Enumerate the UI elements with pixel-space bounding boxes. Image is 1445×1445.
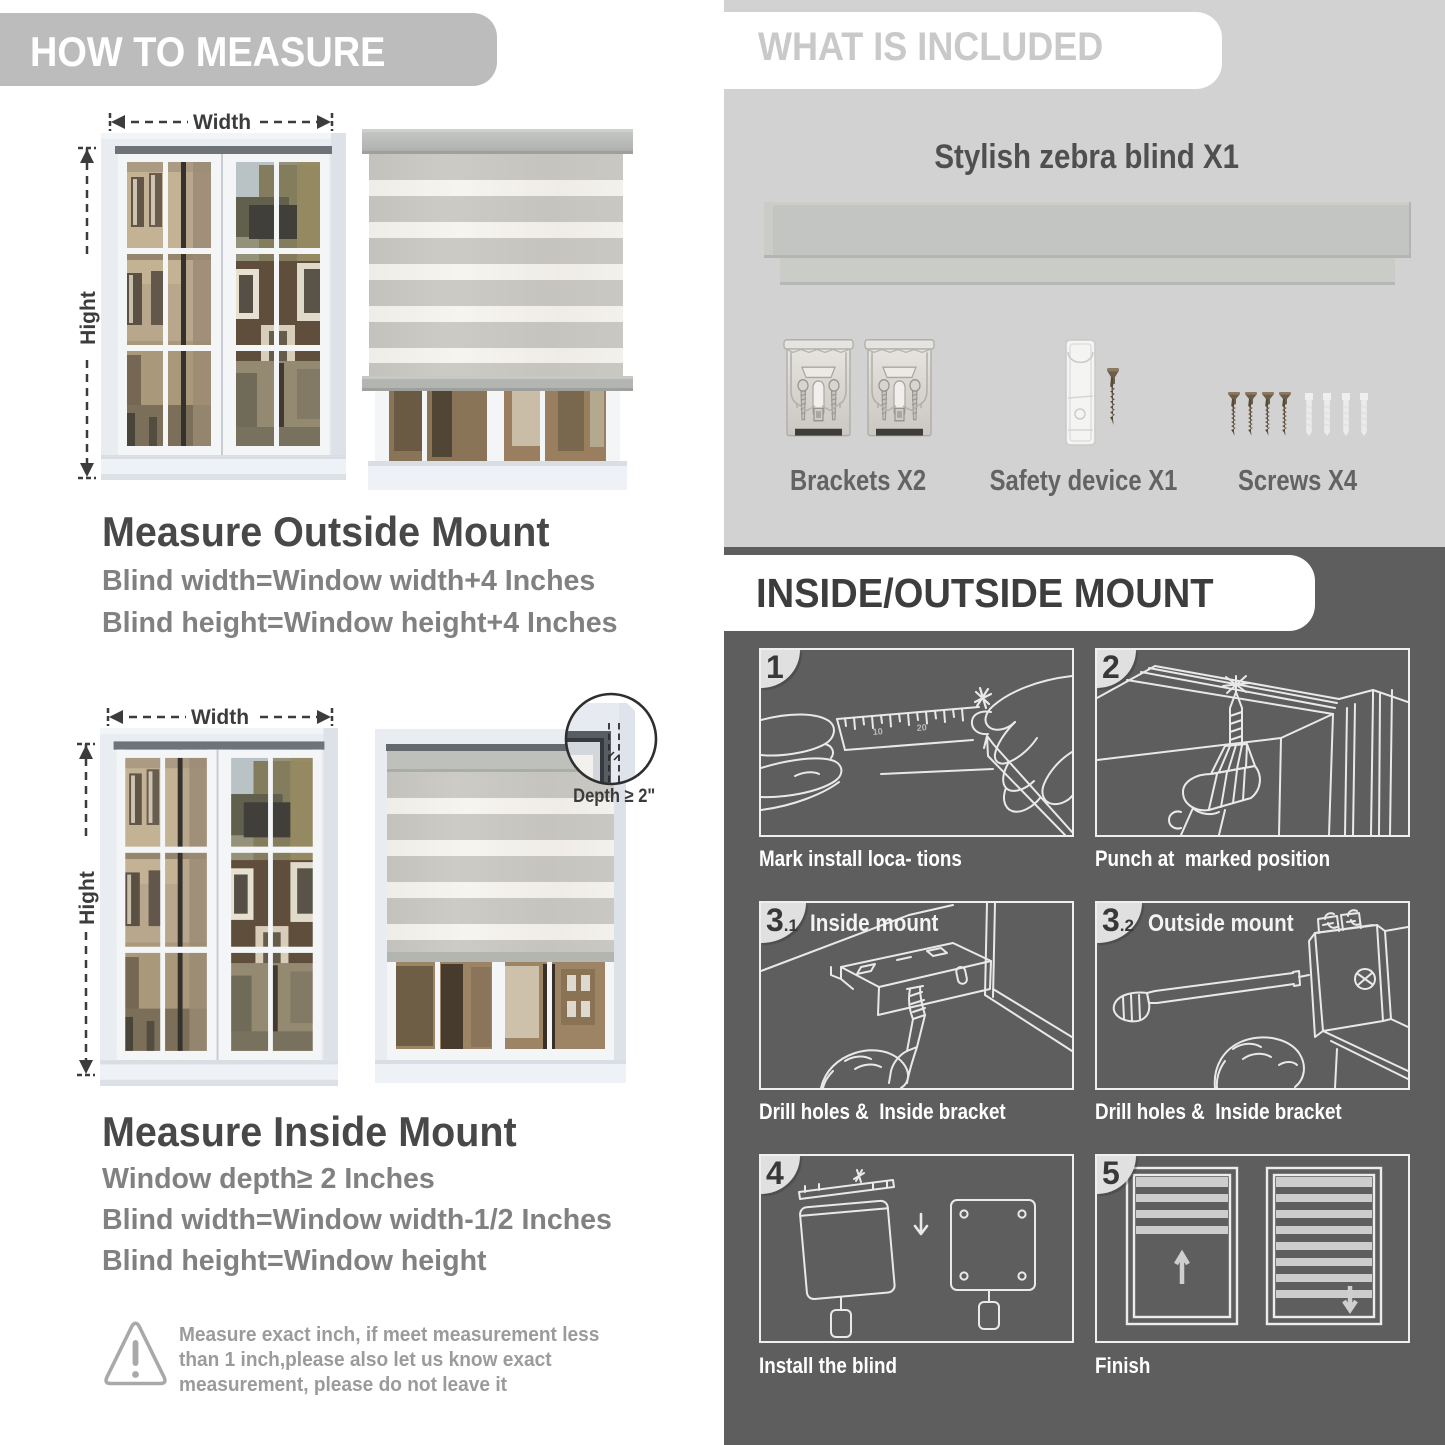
svg-text:Hight: Hight [77, 291, 100, 345]
svg-text:20: 20 [916, 722, 927, 733]
svg-text:Hight: Hight [76, 871, 99, 925]
svg-text:Width: Width [193, 111, 251, 134]
svg-text:10: 10 [872, 726, 883, 737]
svg-text:Width: Width [191, 706, 249, 729]
